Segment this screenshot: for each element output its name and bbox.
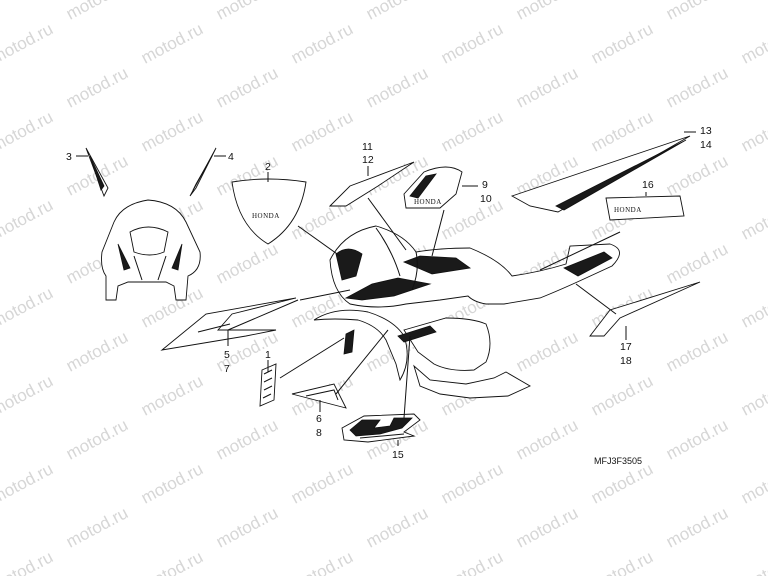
- watermark-text: motod.ru: [513, 503, 581, 551]
- decal-16-brand: HONDA: [614, 206, 642, 214]
- watermark-text: motod.ru: [663, 415, 731, 463]
- diagram-code: MFJ3F3505: [594, 456, 642, 466]
- watermark-text: motod.ru: [588, 107, 656, 155]
- callout-12: 12: [362, 154, 374, 166]
- watermark-text: motod.ru: [513, 415, 581, 463]
- watermark-text: motod.ru: [213, 239, 281, 287]
- watermark-text: motod.ru: [63, 0, 131, 24]
- watermark-text: motod.ru: [213, 0, 281, 24]
- watermark-text: motod.ru: [0, 371, 56, 419]
- lower-cowl: [313, 309, 531, 399]
- decal-4: [189, 147, 217, 197]
- watermark-text: motod.ru: [513, 0, 581, 24]
- watermark-text: motod.ru: [588, 459, 656, 507]
- decal-17-18: [589, 281, 701, 337]
- callout-11: 11: [362, 141, 373, 153]
- callout-13: 13: [700, 125, 712, 137]
- watermark-text: motod.ru: [0, 459, 56, 507]
- decal-15: [341, 413, 421, 443]
- callout-15: 15: [392, 449, 404, 461]
- watermark-text: motod.ru: [438, 547, 506, 576]
- watermark-text: motod.ru: [138, 19, 206, 67]
- watermark-text: motod.ru: [138, 459, 206, 507]
- watermark-text: motod.ru: [63, 327, 131, 375]
- watermark-text: motod.ru: [363, 63, 431, 111]
- callout-10: 10: [480, 193, 492, 205]
- watermark-text: motod.ru: [363, 503, 431, 551]
- decal-13-14: [510, 135, 691, 213]
- watermark-text: motod.ru: [0, 107, 56, 155]
- watermark-text: motod.ru: [513, 63, 581, 111]
- watermark-text: motod.ru: [138, 547, 206, 576]
- watermark-text: motod.ru: [0, 195, 56, 243]
- decal-2: HONDA: [231, 178, 307, 245]
- watermark-text: motod.ru: [438, 107, 506, 155]
- decal-3: [85, 147, 109, 198]
- callout-8: 8: [316, 427, 322, 439]
- watermark-text: motod.ru: [63, 415, 131, 463]
- watermark-text: motod.ru: [438, 195, 506, 243]
- watermark-text: motod.ru: [0, 19, 56, 67]
- watermark-text: motod.ru: [738, 195, 768, 243]
- callout-4: 4: [228, 151, 234, 163]
- watermark-text: motod.ru: [0, 547, 56, 576]
- watermark-text: motod.ru: [588, 371, 656, 419]
- callout-3: 3: [66, 151, 72, 163]
- callout-1: 1: [265, 349, 271, 361]
- watermark-text: motod.ru: [138, 107, 206, 155]
- watermark-text: motod.ru: [588, 19, 656, 67]
- callout-7: 7: [224, 363, 230, 375]
- watermark-text: motod.ru: [438, 19, 506, 67]
- decal-9-10-brand: HONDA: [414, 198, 442, 206]
- callout-5: 5: [224, 349, 230, 361]
- side-fairing: [329, 225, 620, 308]
- watermark-text: motod.ru: [363, 0, 431, 24]
- watermark-text: motod.ru: [738, 371, 768, 419]
- watermark-text: motod.ru: [288, 459, 356, 507]
- watermark-text: motod.ru: [738, 283, 768, 331]
- watermark-text: motod.ru: [288, 107, 356, 155]
- watermark-text: motod.ru: [663, 503, 731, 551]
- watermark-text: motod.ru: [663, 239, 731, 287]
- callout-9: 9: [482, 179, 488, 191]
- callout-14: 14: [700, 139, 712, 151]
- watermark-text: motod.ru: [288, 19, 356, 67]
- callout-18: 18: [620, 355, 632, 367]
- watermark-text: motod.ru: [213, 503, 281, 551]
- watermark-text: motod.ru: [438, 459, 506, 507]
- decal-9-10: HONDA: [403, 166, 463, 209]
- watermark-text: motod.ru: [138, 371, 206, 419]
- callout-17: 17: [620, 341, 632, 353]
- decal-11-12: [328, 161, 415, 207]
- watermark-text: motod.ru: [513, 327, 581, 375]
- watermark-text: motod.ru: [288, 547, 356, 576]
- watermark-text: motod.ru: [663, 63, 731, 111]
- watermark-text: motod.ru: [738, 19, 768, 67]
- callouts: 3 4 2 5 7 1 6 8 11 12 9 10 13 14 16 17 1…: [66, 125, 712, 466]
- watermark-text: motod.ru: [663, 0, 731, 24]
- decal-16: HONDA: [605, 195, 685, 221]
- watermark-text: motod.ru: [213, 63, 281, 111]
- watermark-text: motod.ru: [738, 107, 768, 155]
- leader-lines: [76, 131, 696, 446]
- watermark-text: motod.ru: [63, 63, 131, 111]
- decal-5-7: [160, 297, 297, 351]
- watermark-text: motod.ru: [588, 547, 656, 576]
- watermark-text: motod.ru: [738, 547, 768, 576]
- watermark-text: motod.ru: [663, 327, 731, 375]
- watermark-text: motod.ru: [0, 283, 56, 331]
- callout-16: 16: [642, 179, 654, 191]
- front-fairing: [101, 199, 201, 301]
- watermark-text: motod.ru: [63, 503, 131, 551]
- watermark-text: motod.ru: [738, 459, 768, 507]
- watermark-text: motod.ru: [213, 415, 281, 463]
- decal-6-8: [291, 383, 347, 409]
- callout-6: 6: [316, 413, 322, 425]
- decal-2-brand: HONDA: [252, 212, 280, 220]
- callout-2: 2: [265, 161, 271, 173]
- watermark-text: motod.ru: [663, 151, 731, 199]
